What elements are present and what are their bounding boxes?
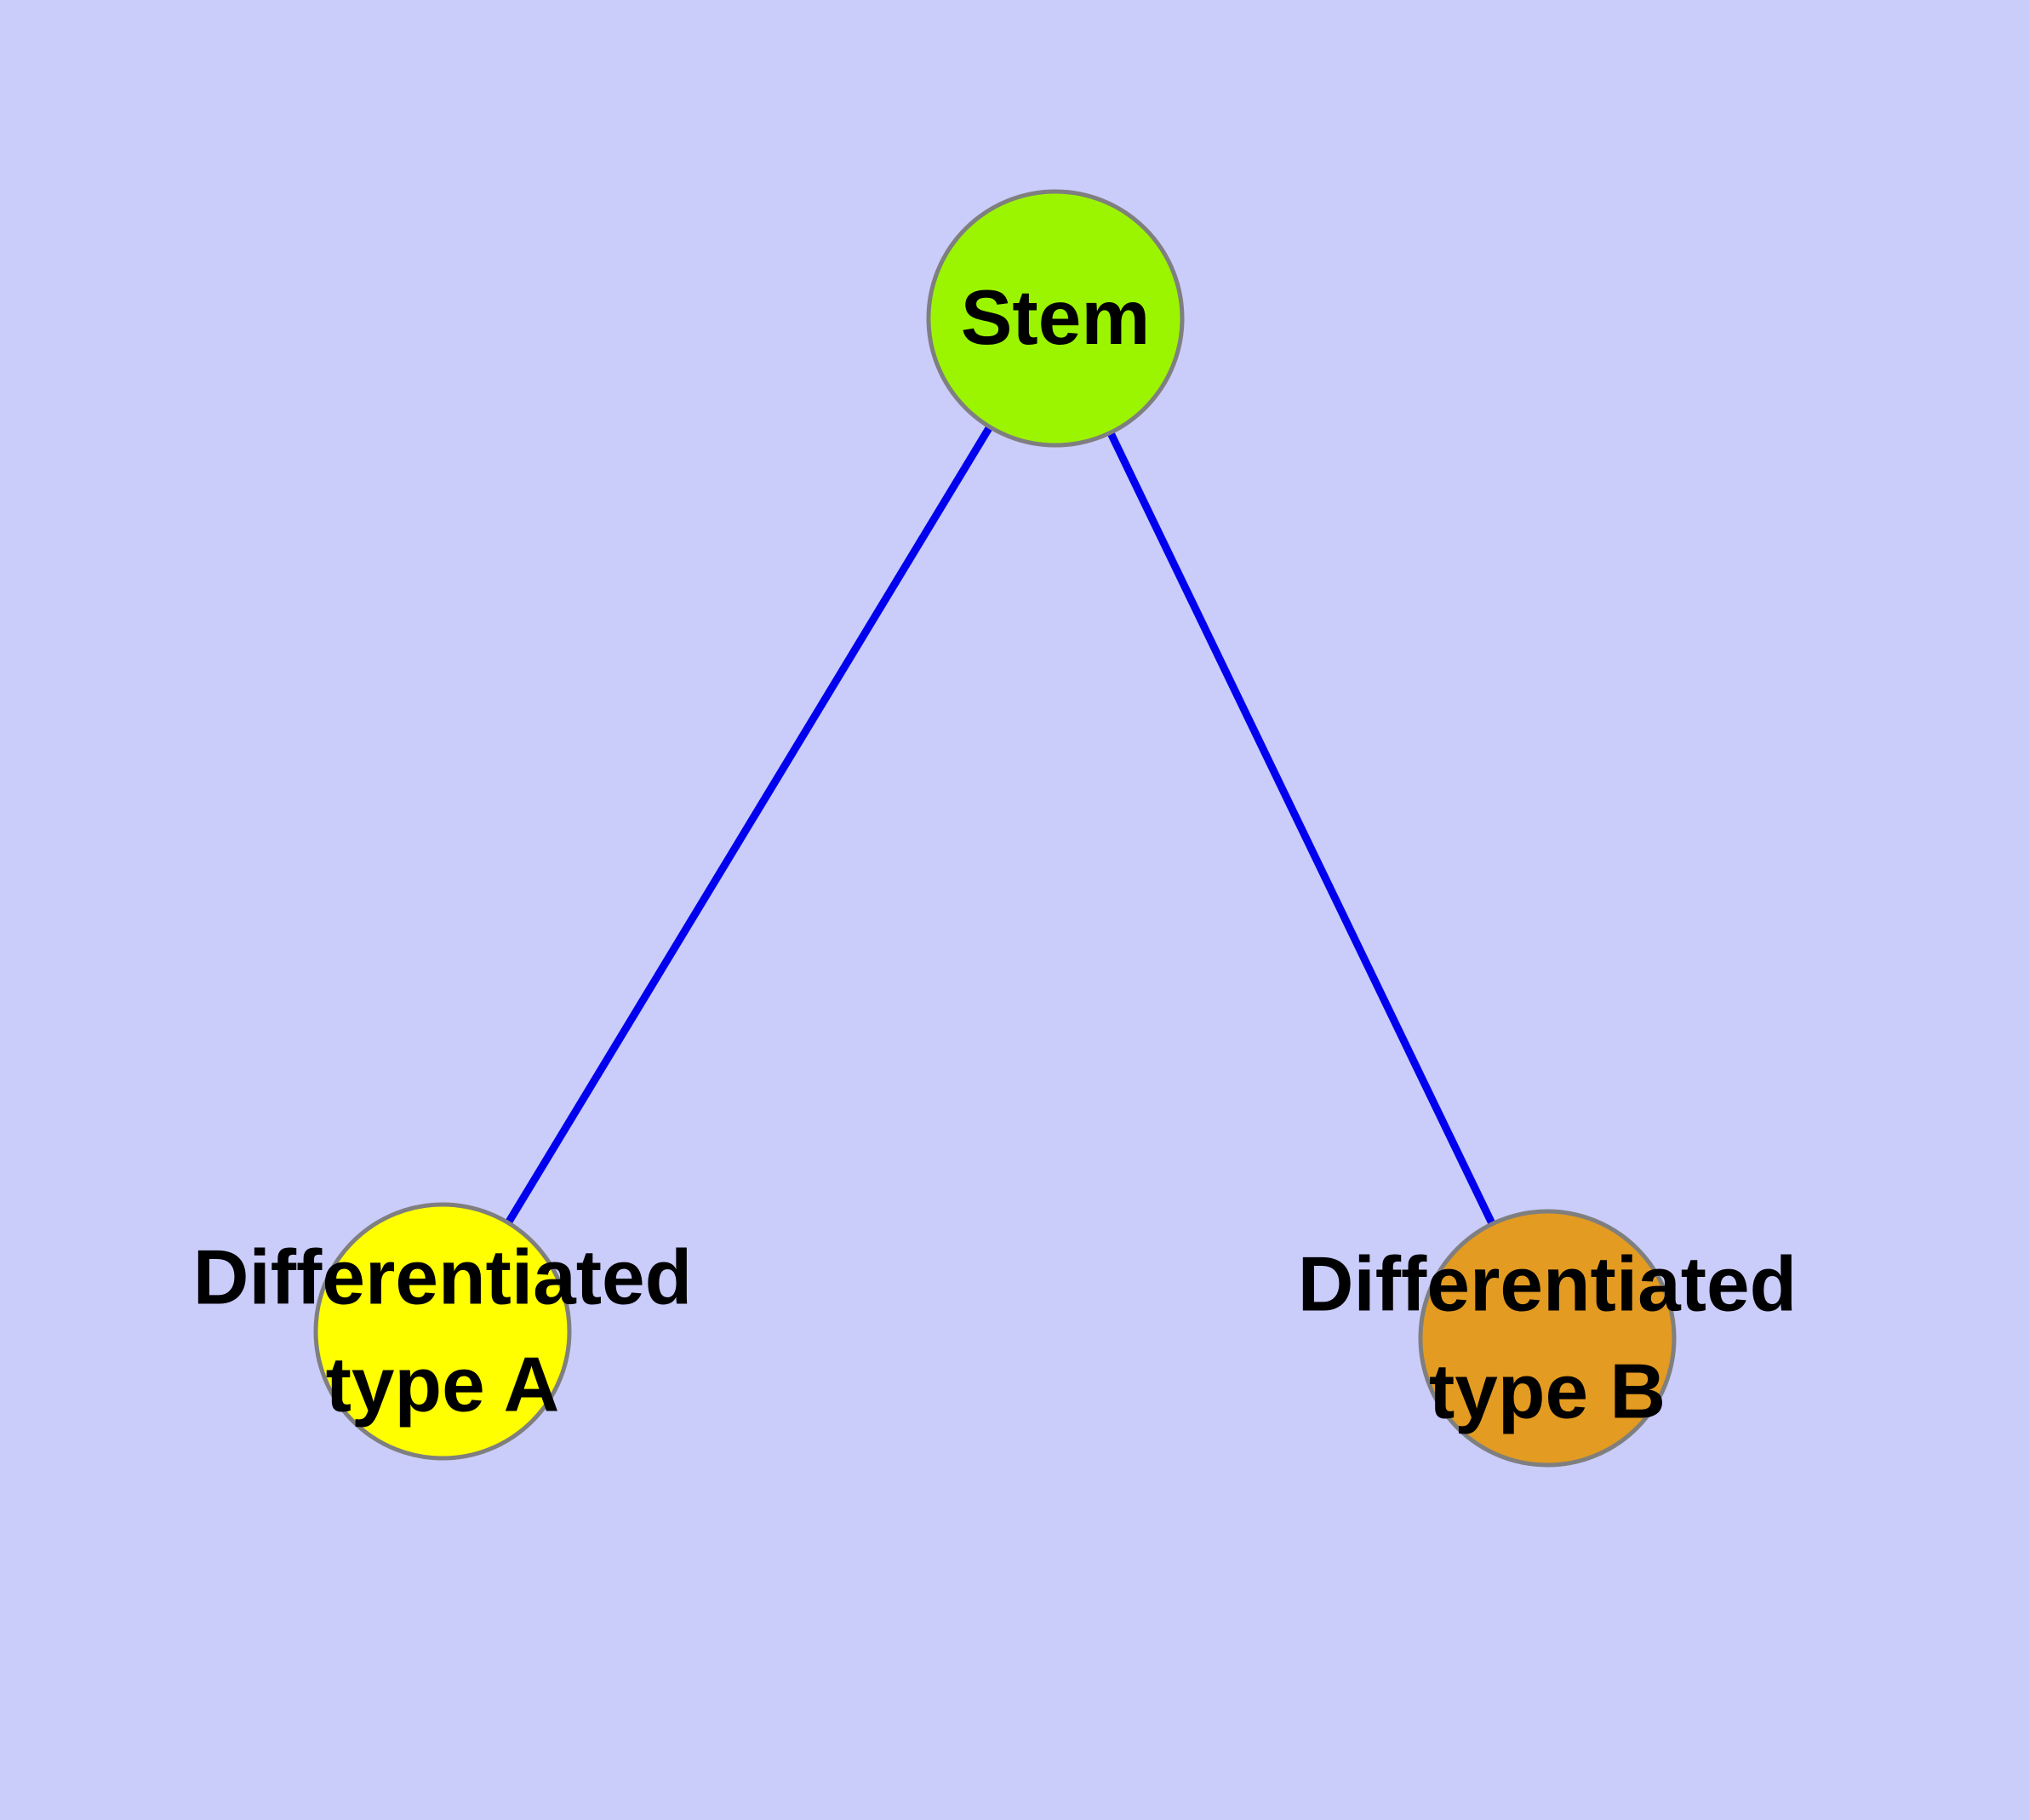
- node-stem-circle: [926, 189, 1185, 448]
- node-type-b-circle: [1418, 1209, 1677, 1468]
- node-type-a-circle: [313, 1202, 572, 1461]
- edge-stem-to-type-b: [1051, 317, 1552, 1340]
- edge-stem-to-type-a: [439, 316, 1059, 1334]
